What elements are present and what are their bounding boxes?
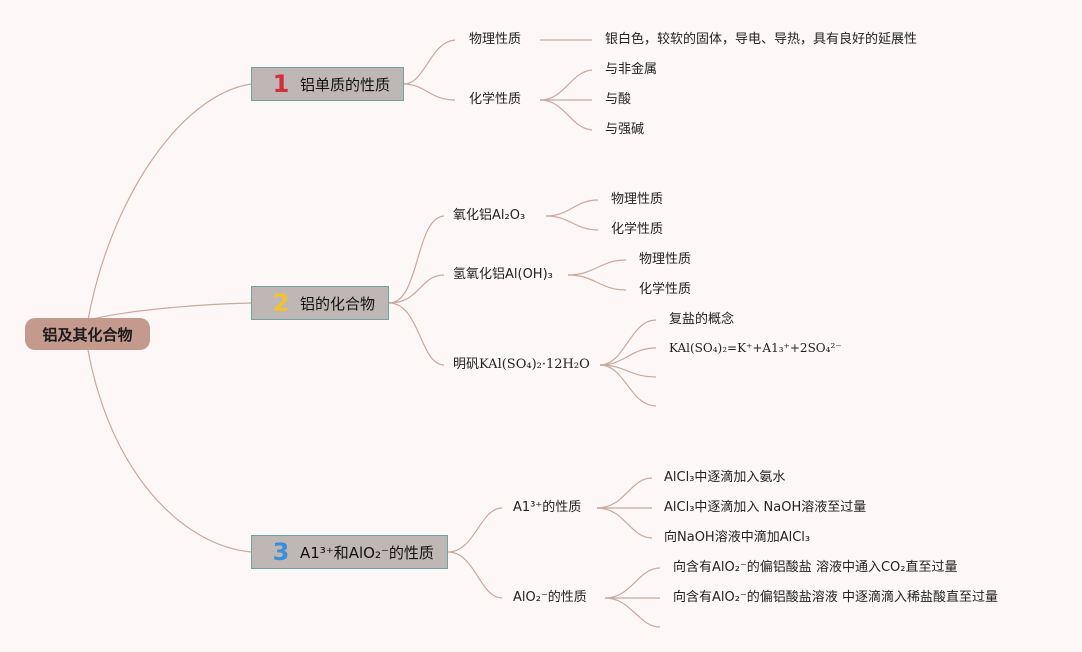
b2-alum[interactable]: 明矾KAl(SO₄)₂·12H₂O [453,357,590,372]
b2-oxide[interactable]: 氧化铝Al₂O₃ [453,208,526,223]
branch-3-label: A1³⁺和AlO₂⁻的性质 [300,543,434,562]
branch-2-label: 铝的化合物 [300,294,376,313]
b1-physical[interactable]: 物理性质 [469,32,522,47]
b3-alo2-item[interactable]: 向含有AlO₂⁻的偏铝酸盐 溶液中通入CO₂直至过量 [673,560,958,575]
number-2-icon: 2 [272,289,290,317]
b3-al3-item[interactable]: 向NaOH溶液中滴加AlCl₃ [664,530,811,545]
b2-alum-item[interactable]: KAl(SO₄)₂=K⁺+A1₃⁺+2SO₄²⁻ [669,341,842,355]
b1-chemical[interactable]: 化学性质 [469,92,522,107]
b1-chem-item[interactable]: 与非金属 [605,62,658,77]
b3-al3-item[interactable]: AlCl₃中逐滴加入 NaOH溶液至过量 [664,500,867,515]
b1-chem-item[interactable]: 与酸 [605,92,632,107]
number-1-icon: 1 [272,70,290,98]
b2-oxide-item[interactable]: 化学性质 [611,222,664,237]
b3-alo2-item[interactable]: 向含有AlO₂⁻的偏铝酸盐溶液 中逐滴滴入稀盐酸直至过量 [673,590,998,605]
b1-physical-desc[interactable]: 银白色，较软的固体，导电、导热，具有良好的延展性 [605,32,918,47]
b3-alo2[interactable]: AlO₂⁻的性质 [513,590,587,605]
b1-chem-item[interactable]: 与强碱 [605,122,645,137]
b2-alum-item[interactable]: 复盐的概念 [669,312,735,327]
b2-hydroxide-item[interactable]: 物理性质 [639,252,692,267]
b3-al3[interactable]: A1³⁺的性质 [513,500,582,515]
branch-1-label: 铝单质的性质 [300,75,391,94]
branch-2-node[interactable]: 2 铝的化合物 [251,286,389,320]
b2-hydroxide[interactable]: 氢氧化铝Al(OH)₃ [453,267,553,282]
number-3-icon: 3 [272,538,290,566]
b2-oxide-item[interactable]: 物理性质 [611,192,664,207]
b2-hydroxide-item[interactable]: 化学性质 [639,282,692,297]
b3-al3-item[interactable]: AlCl₃中逐滴加入氨水 [664,470,786,485]
branch-1-node[interactable]: 1 铝单质的性质 [251,67,404,101]
root-node[interactable]: 铝及其化合物 [25,318,150,350]
branch-3-node[interactable]: 3 A1³⁺和AlO₂⁻的性质 [251,535,448,569]
